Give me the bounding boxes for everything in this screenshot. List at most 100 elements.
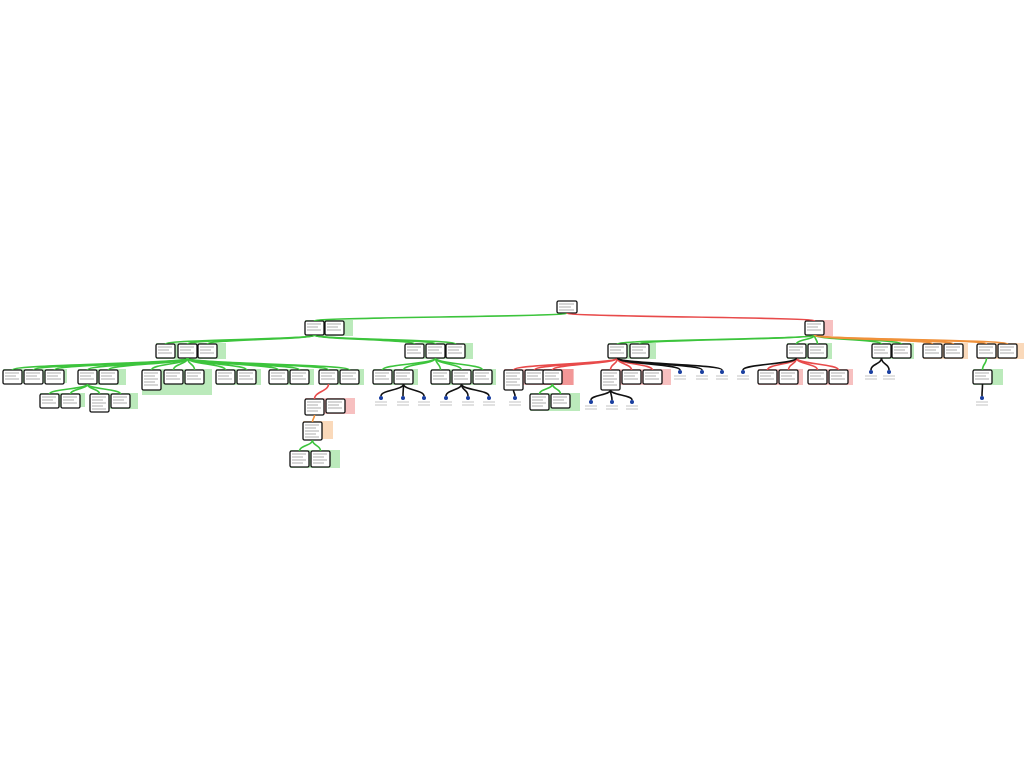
node-box — [425, 343, 446, 359]
connector-line — [981, 383, 984, 397]
leaf-node-icon — [980, 396, 984, 400]
connector-line — [402, 383, 425, 397]
connector-line — [512, 389, 516, 397]
node-box — [155, 343, 176, 359]
connector-line — [742, 357, 798, 371]
node-box — [804, 320, 825, 336]
leaf-node-icon — [720, 370, 724, 374]
node-box — [236, 369, 257, 385]
connector-line — [870, 357, 883, 371]
connector-line — [638, 334, 816, 345]
node-box — [325, 398, 346, 414]
connector-line — [313, 334, 457, 345]
leaf-node-icon — [610, 400, 614, 404]
connector-line — [381, 357, 437, 371]
leaf-node-icon — [466, 396, 470, 400]
node-box — [310, 450, 331, 468]
connector-line — [566, 312, 816, 322]
leaf-node-icon — [401, 396, 405, 400]
connector-line — [86, 383, 122, 395]
node-box — [828, 369, 849, 385]
connector-line — [311, 439, 322, 452]
node-box — [445, 343, 466, 359]
node-box — [629, 343, 650, 359]
node-box — [393, 369, 414, 385]
connector-line — [795, 357, 840, 371]
connector-line — [186, 357, 351, 371]
node-box — [786, 343, 807, 359]
node-box — [215, 369, 236, 385]
node-box — [642, 369, 663, 385]
node-box — [972, 369, 993, 385]
node-box — [943, 343, 964, 359]
node-box — [177, 343, 198, 359]
connector-line — [206, 334, 316, 345]
node-box — [607, 343, 628, 359]
connector-line — [445, 383, 463, 397]
leaf-node-icon — [678, 370, 682, 374]
node-box — [757, 369, 778, 385]
node-box — [318, 369, 339, 385]
connector-line — [313, 312, 568, 322]
connector-line — [48, 383, 89, 395]
leaf-node-icon — [589, 400, 593, 404]
leaf-node-icon — [422, 396, 426, 400]
node-box — [339, 369, 360, 385]
node-box — [524, 369, 545, 385]
node-box — [542, 369, 563, 385]
connector-line — [538, 383, 554, 395]
connector-line — [551, 383, 562, 395]
node-box — [289, 369, 310, 385]
node-box — [430, 369, 451, 385]
connector-line — [313, 383, 330, 400]
node-box — [184, 369, 205, 385]
node-box — [997, 343, 1018, 359]
node-box — [807, 343, 828, 359]
node-box — [23, 369, 44, 385]
leaf-node-icon — [487, 396, 491, 400]
node-box — [98, 369, 119, 385]
node-box — [451, 369, 472, 385]
node-box — [778, 369, 799, 385]
leaf-node-icon — [887, 370, 891, 374]
connector-line — [298, 439, 314, 452]
node-box — [922, 343, 943, 359]
connector-line — [981, 357, 988, 371]
node-box — [550, 393, 571, 409]
node-box — [60, 393, 81, 409]
node-box — [304, 320, 325, 336]
connector-line — [380, 383, 405, 397]
node-box — [372, 369, 393, 385]
connector-line — [533, 357, 619, 371]
leaf-node-icon — [700, 370, 704, 374]
leaf-node-icon — [513, 396, 517, 400]
node-box — [807, 369, 828, 385]
node-box — [197, 343, 218, 359]
connector-line — [880, 357, 890, 371]
connector-line — [551, 357, 619, 371]
node-box — [44, 369, 65, 385]
connector-line — [590, 389, 612, 401]
node-box — [77, 369, 98, 385]
node-box — [871, 343, 892, 359]
node-box — [529, 393, 550, 411]
connector-line — [616, 357, 723, 371]
connector-line — [609, 389, 633, 401]
leaf-node-icon — [741, 370, 745, 374]
node-box — [268, 369, 289, 385]
node-box — [472, 369, 493, 385]
node-box — [621, 369, 642, 385]
node-box — [39, 393, 60, 409]
node-box — [324, 320, 345, 336]
node-box — [163, 369, 184, 385]
node-box — [110, 393, 131, 409]
connector-line — [402, 357, 437, 371]
leaf-node-icon — [444, 396, 448, 400]
node-box — [2, 369, 23, 385]
node-box — [289, 450, 310, 468]
leaf-node-icon — [630, 400, 634, 404]
connector-line — [311, 414, 316, 423]
connector-line — [813, 334, 1009, 345]
